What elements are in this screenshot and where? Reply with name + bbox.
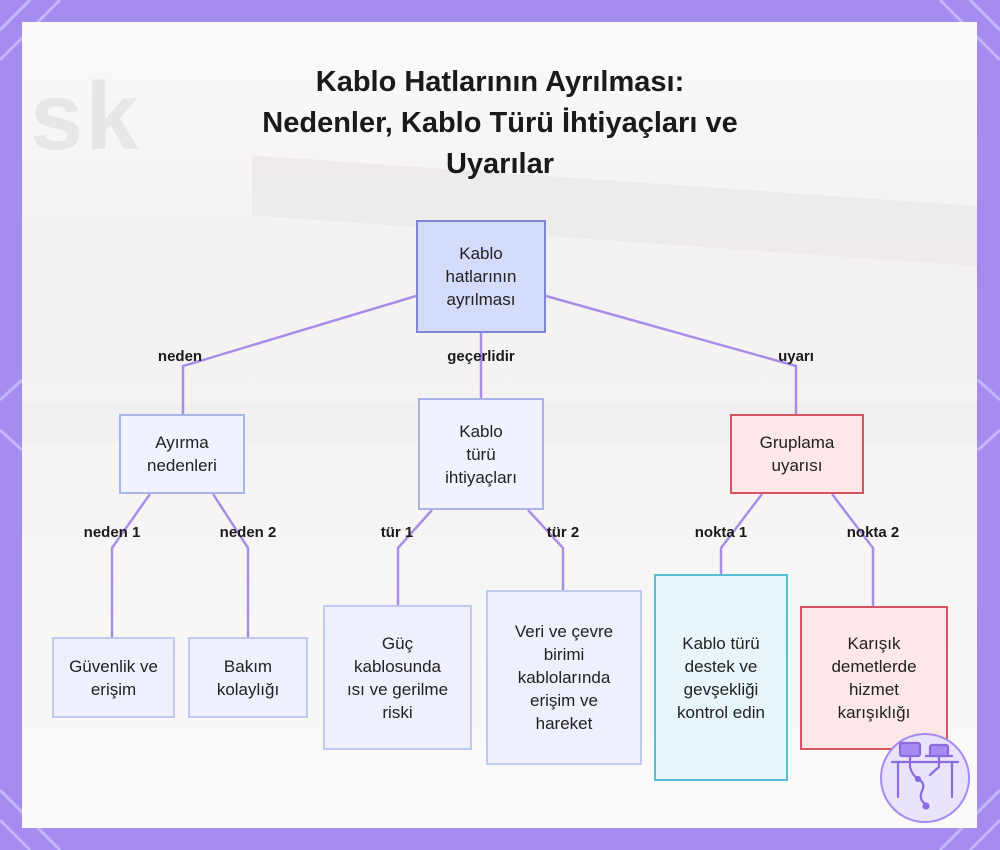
node-security: Güvenlik ve erişim — [52, 637, 175, 718]
node-grouping: Gruplama uyarısı — [730, 414, 864, 494]
desk-cable-management-icon — [880, 733, 970, 823]
node-reasons: Ayırma nedenleri — [119, 414, 245, 494]
node-mixed: Karışık demetlerde hizmet karışıklığı — [800, 606, 948, 750]
node-maintenance: Bakım kolaylığı — [188, 637, 308, 718]
edge-grouping-mixed — [832, 494, 873, 606]
node-data: Veri ve çevre birimi kablolarında erişim… — [486, 590, 642, 765]
edge-label-uyari: uyarı — [778, 348, 814, 365]
edge-label-neden: neden — [158, 348, 202, 365]
edge-reasons-maintenance — [213, 494, 248, 637]
edge-cabletypes-data — [528, 510, 563, 590]
edge-label-tur-1: tür 1 — [381, 524, 414, 541]
edge-label-nokta-1: nokta 1 — [695, 524, 748, 541]
edge-label-tur-2: tür 2 — [547, 524, 580, 541]
node-cable-types: Kablo türü ihtiyaçları — [418, 398, 544, 510]
edge-label-neden-2: neden 2 — [220, 524, 277, 541]
edge-label-nokta-2: nokta 2 — [847, 524, 900, 541]
node-power: Güç kablosunda ısı ve gerilme riski — [323, 605, 472, 750]
edge-root-reasons — [183, 296, 416, 414]
edge-root-grouping — [546, 296, 796, 414]
node-root: Kablo hatlarının ayrılması — [416, 220, 546, 333]
edge-label-neden-1: neden 1 — [84, 524, 141, 541]
node-support: Kablo türü destek ve gevşekliği kontrol … — [654, 574, 788, 781]
edge-label-gecerlidir: geçerlidir — [447, 348, 515, 365]
edge-reasons-security — [112, 494, 150, 637]
